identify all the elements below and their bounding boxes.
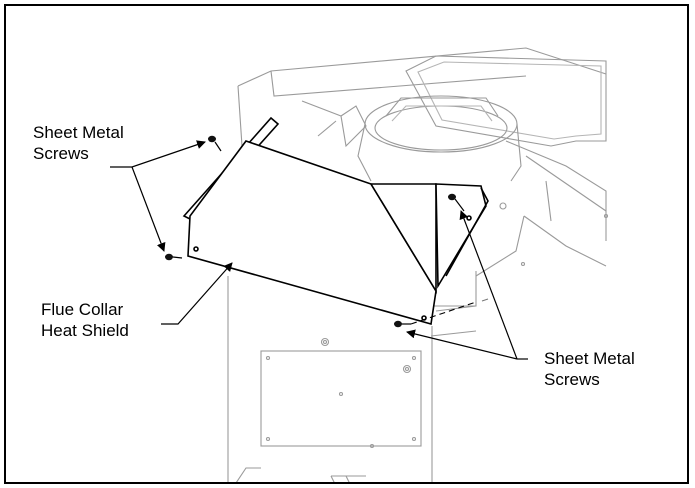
alignment-dashed-line: [410, 301, 477, 325]
callout-screws-left-line1: Sheet Metal: [33, 123, 124, 142]
installation-illustration: [110, 47, 609, 482]
heat-shield-front-panel: [187, 140, 437, 326]
top-exhaust-opening: [405, 55, 607, 147]
leader-screws-left-bottom: [131, 166, 166, 252]
leader-lines: [110, 140, 528, 360]
flue-collar: [364, 95, 518, 153]
screws: [165, 135, 465, 328]
heat-shield: [182, 116, 489, 326]
diagram-frame: Sheet Metal Screws Flue Collar Heat Shie…: [4, 4, 689, 484]
appliance-top-edge: [237, 47, 607, 87]
callout-screws-right: Sheet Metal Screws: [544, 348, 635, 390]
screw-right-lower: [394, 320, 411, 328]
heat-shield-angled-face: [369, 183, 437, 294]
callout-heat-shield-line1: Flue Collar: [41, 300, 124, 319]
callout-screws-right-line1: Sheet Metal: [544, 349, 635, 368]
leader-screws-right-bottom: [406, 329, 518, 360]
access-panel: [260, 350, 422, 447]
callout-screws-right-line2: Screws: [544, 370, 600, 389]
screw-right-upper: [448, 193, 465, 212]
leader-screws-right-top: [459, 210, 518, 360]
leader-heat-shield: [161, 262, 233, 325]
heat-shield-right-flange: [435, 183, 487, 289]
leader-screws-left-top: [110, 140, 206, 168]
screw-top-left: [208, 135, 222, 152]
callout-screws-left-line2: Screws: [33, 144, 89, 163]
appliance-background: [227, 47, 609, 482]
callout-heat-shield: Flue Collar Heat Shield: [41, 299, 129, 341]
screw-bottom-left: [165, 253, 183, 261]
callout-screws-left: Sheet Metal Screws: [33, 122, 124, 164]
callout-heat-shield-line2: Heat Shield: [41, 321, 129, 340]
